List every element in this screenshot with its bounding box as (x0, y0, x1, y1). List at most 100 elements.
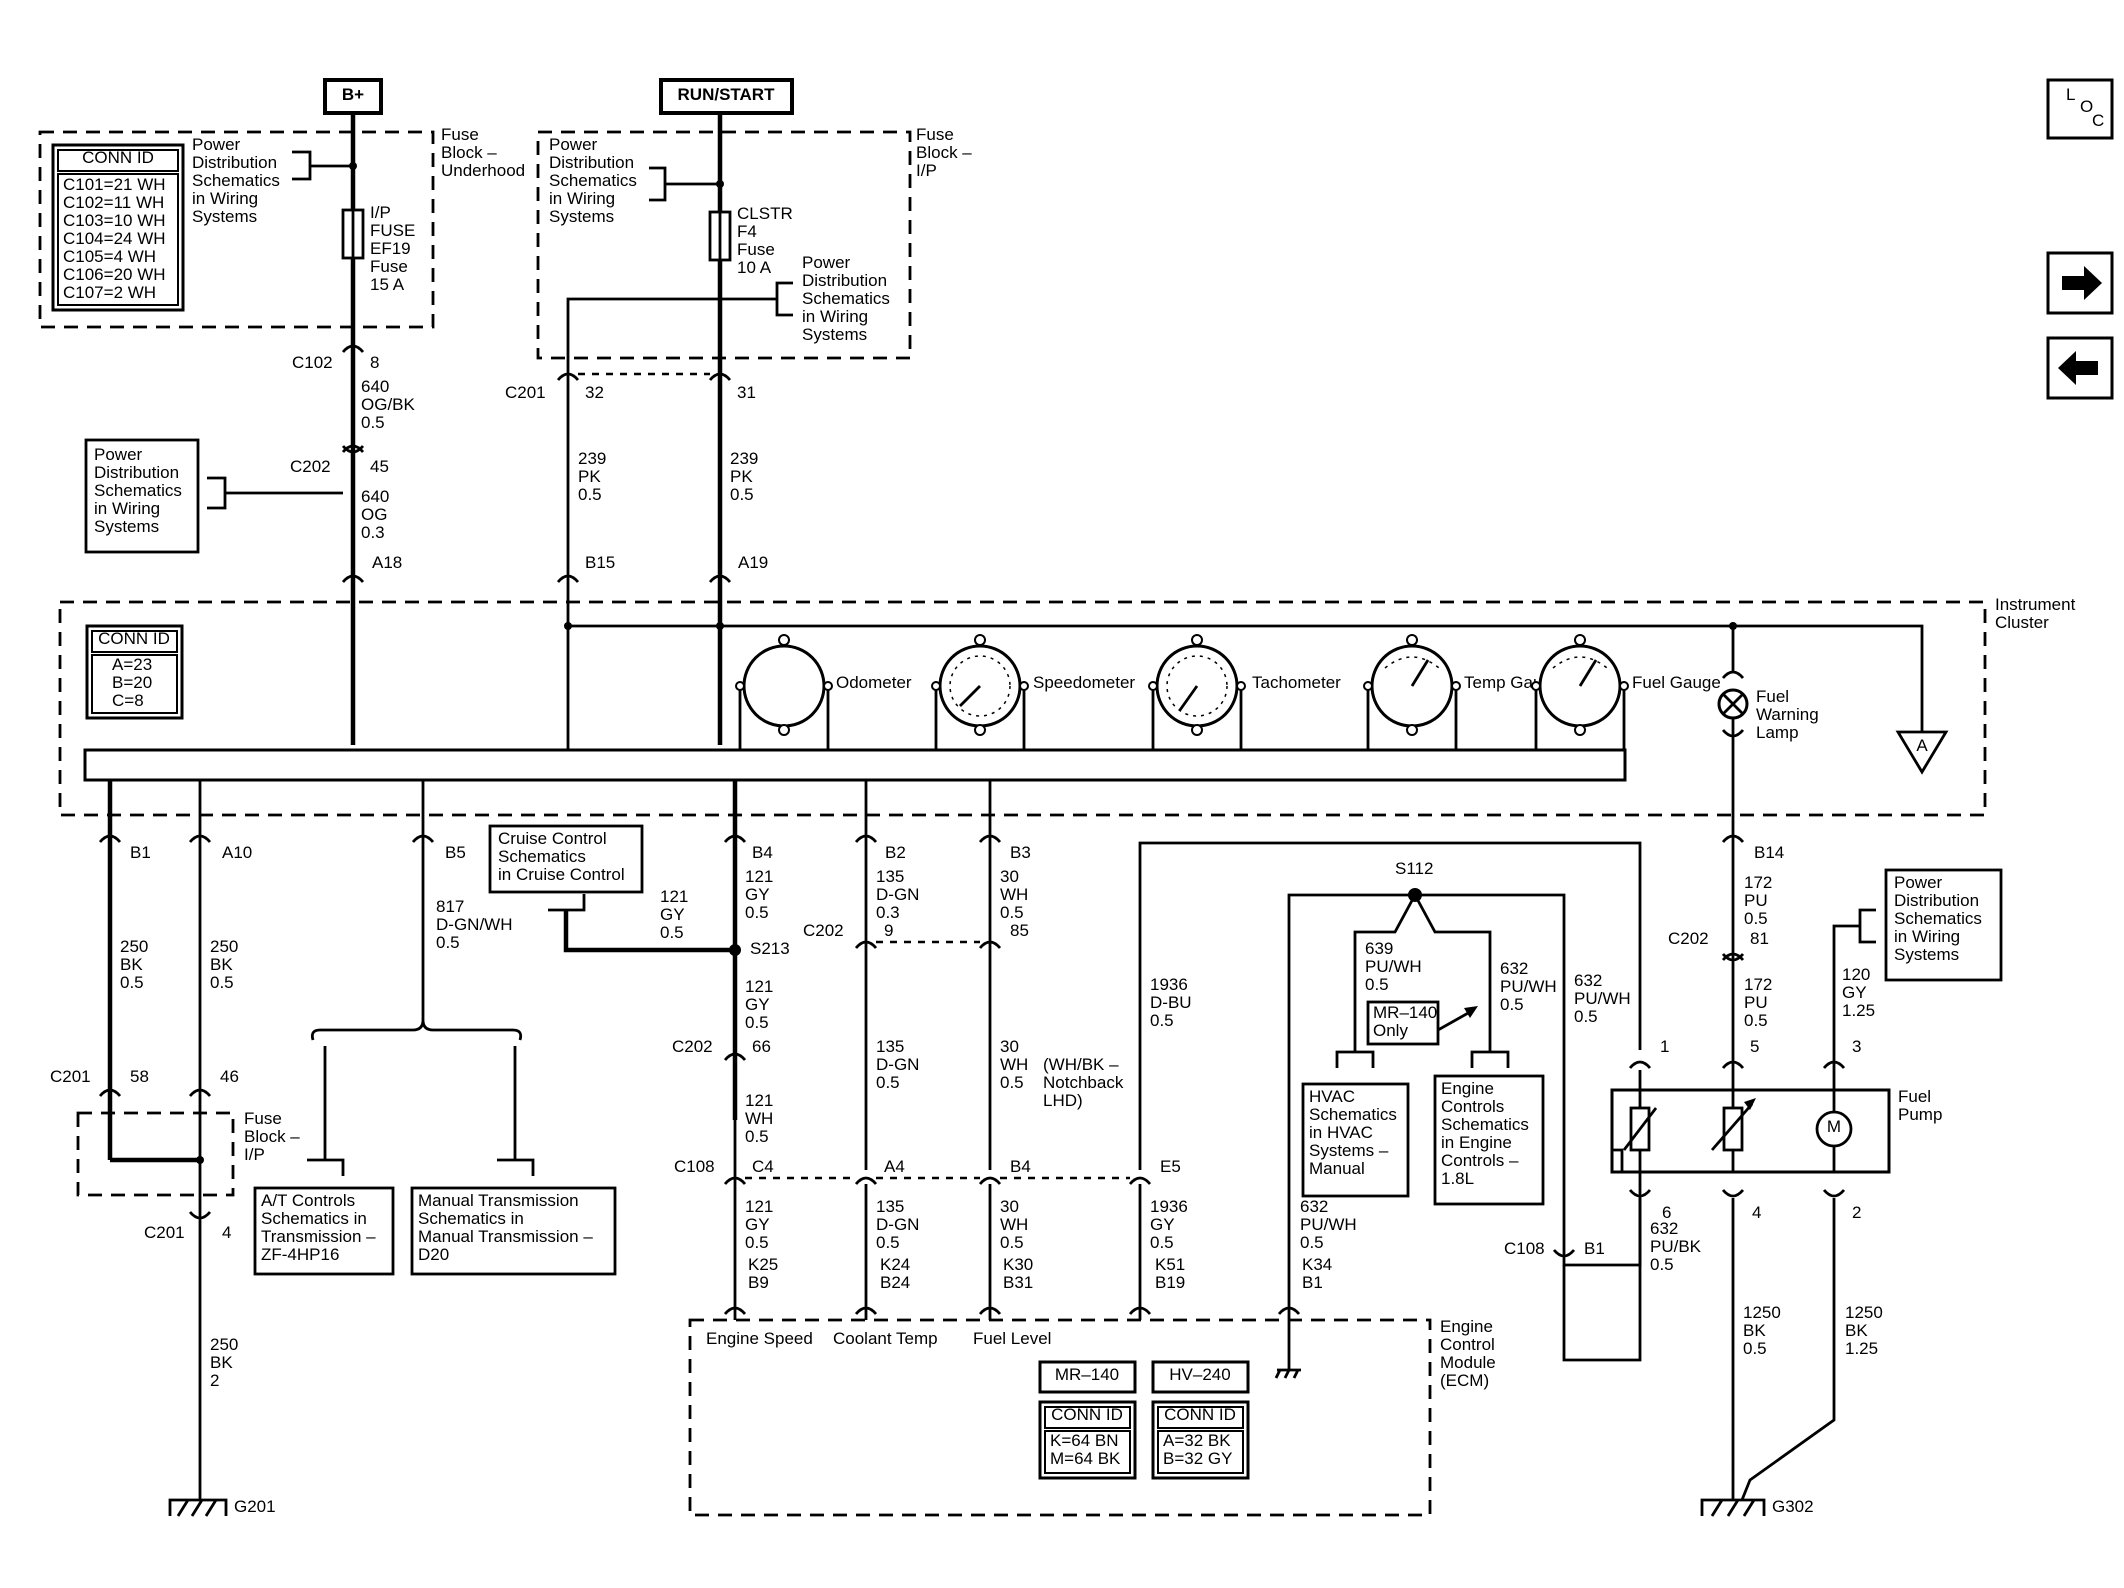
wire-label: 31 (737, 383, 756, 402)
conn-row: C102=11 WH (63, 193, 164, 212)
wire-label: PU/WH (1574, 989, 1631, 1008)
wire-label: C=8 (112, 691, 144, 710)
conn-id-title: CONN ID (82, 148, 154, 167)
wire-label: C202 (1668, 929, 1709, 948)
wire-label: Instrument (1995, 595, 2076, 614)
wire-label: 2 (1852, 1203, 1861, 1222)
power-distribution-ref-3[interactable]: Power Distribution Schematics in Wiring … (549, 135, 720, 226)
wire-1936 (1138, 841, 1642, 1170)
wire-label: 0.5 (1500, 995, 1524, 1014)
prev-page-button[interactable] (2046, 336, 2114, 400)
power-distribution-ref-1[interactable]: Power Distribution Schematics in Wiring … (192, 135, 354, 226)
wire-label: B9 (748, 1273, 769, 1292)
cruise-control-ref[interactable]: Cruise Control Schematics in Cruise Cont… (488, 824, 644, 894)
wire-label: Controls – (1441, 1151, 1519, 1170)
wire-label: 46 (220, 1067, 239, 1086)
wire-label: Systems (549, 207, 614, 226)
wire-label: 120 (1842, 965, 1870, 984)
wire-label: in HVAC (1309, 1123, 1373, 1142)
wire-label: Manual Transmission (418, 1191, 579, 1210)
ground-g201-icon (168, 1498, 228, 1517)
wire-label: PU/WH (1500, 977, 1557, 996)
arrow-left-icon (2058, 351, 2098, 385)
wire-label: 0.5 (1743, 1339, 1767, 1358)
wire-label: C201 (144, 1223, 185, 1242)
ref-a-triangle (1895, 730, 1949, 775)
wire-label: B1 (1584, 1239, 1605, 1258)
ecm-label: Engine Control Module (ECM) (1440, 1317, 1496, 1390)
wire-label: F4 (737, 222, 757, 241)
wire-label: S213 (750, 939, 790, 958)
hvac-ref[interactable]: HVAC Schematics in HVAC Systems – Manual (1301, 1082, 1410, 1198)
ecm-conn-id-k: CONN ID K=64 BN M=64 BK (1038, 1400, 1137, 1480)
wire-label: 30 (1000, 1197, 1019, 1216)
wire-label: 4 (1752, 1203, 1761, 1222)
arrow-right-icon (2062, 266, 2102, 300)
wire-label: 0.5 (730, 485, 754, 504)
wire-label: 0.5 (660, 923, 684, 942)
wire-label: 0.5 (1150, 1011, 1174, 1030)
wire-label: D-GN (876, 1055, 919, 1074)
wire-label: C4 (752, 1157, 774, 1176)
wire-label: 8 (370, 353, 379, 372)
cluster-supply-line (568, 624, 1924, 732)
wire-label: 0.5 (1574, 1007, 1598, 1026)
at-controls-ref[interactable]: A/T Controls Schematics in Transmission … (253, 1186, 395, 1276)
wire-label: Schematics (549, 171, 637, 190)
wire-label: Module (1440, 1353, 1496, 1372)
fuse-block-underhood-label: Fuse Block – Underhood (441, 125, 525, 180)
wire-label: BK (1845, 1321, 1868, 1340)
wire-label: Fuel Gauge (1632, 673, 1721, 692)
wire-label: 0.5 (120, 973, 144, 992)
wire-label: 0.3 (361, 523, 385, 542)
wire-label: BK (120, 955, 143, 974)
wire-label: PU (1744, 993, 1768, 1012)
wire-label: Transmission – (261, 1227, 376, 1246)
wire-label: 0.5 (1150, 1233, 1174, 1252)
fuse-block-underhood-boundary (38, 130, 435, 329)
bplus-label: B+ (323, 78, 383, 115)
wire-label: Fuel (1756, 687, 1789, 706)
instrument-cluster-label: Instrument Cluster (1995, 595, 2076, 632)
wire-label: 172 (1744, 975, 1772, 994)
wire-label: 0.5 (1000, 1073, 1024, 1092)
conn-id-fuse-table: CONN ID C101=21 WH C102=11 WH C103=10 WH… (51, 143, 185, 312)
wire-label: C202 (290, 457, 331, 476)
wire-label: B4 (1010, 1157, 1031, 1176)
wire-label: 0.5 (361, 413, 385, 432)
wire-label: 0.5 (1000, 1233, 1024, 1252)
conn-row: C101=21 WH (63, 175, 166, 194)
wire-label: Power (1894, 873, 1943, 892)
next-page-button[interactable] (2046, 251, 2114, 315)
wire-label: 121 (660, 887, 688, 906)
wire-label: Only (1373, 1021, 1408, 1040)
wire-label: M=64 BK (1050, 1449, 1121, 1468)
power-distribution-ref-4[interactable]: Power Distribution Schematics in Wiring … (566, 253, 890, 360)
manual-transmission-ref[interactable]: Manual Transmission Schematics in Manual… (410, 1186, 617, 1276)
instrument-cluster-boundary (58, 600, 1987, 817)
hv240-label: HV–240 (1151, 1360, 1250, 1394)
engine-controls-ref[interactable]: Engine Controls Schematics in Engine Con… (1433, 1074, 1545, 1206)
tachometer-gauge: Tachometer (1148, 634, 1341, 750)
wire-label: Block – (916, 143, 972, 162)
power-distribution-ref-5[interactable]: Power Distribution Schematics in Wiring … (1832, 868, 2003, 1090)
wire-label: A10 (222, 843, 252, 862)
wire-label: HV–240 (1169, 1365, 1230, 1384)
fuel-warning-lamp: Fuel Warning Lamp (1717, 626, 1819, 840)
power-distribution-ref-2[interactable]: Power Distribution Schematics in Wiring … (84, 438, 343, 554)
wire-label: HVAC (1309, 1087, 1355, 1106)
wire-label: E5 (1160, 1157, 1181, 1176)
temp-gauge: Temp Gauge (1363, 634, 1561, 750)
wire-label: 121 (745, 977, 773, 996)
wire-label: Distribution (192, 153, 277, 172)
wire-label: 45 (370, 457, 389, 476)
wire-label: Systems (1894, 945, 1959, 964)
wire-label: Notchback (1043, 1073, 1124, 1092)
location-button[interactable]: L O C (2046, 78, 2114, 140)
wire-label: in Wiring (802, 307, 868, 326)
wire-label: Tachometer (1252, 673, 1341, 692)
loc-c: C (2092, 111, 2104, 130)
wire-label: 121 (745, 1091, 773, 1110)
wire-label: 250 (210, 937, 238, 956)
wire-label: 172 (1744, 873, 1772, 892)
